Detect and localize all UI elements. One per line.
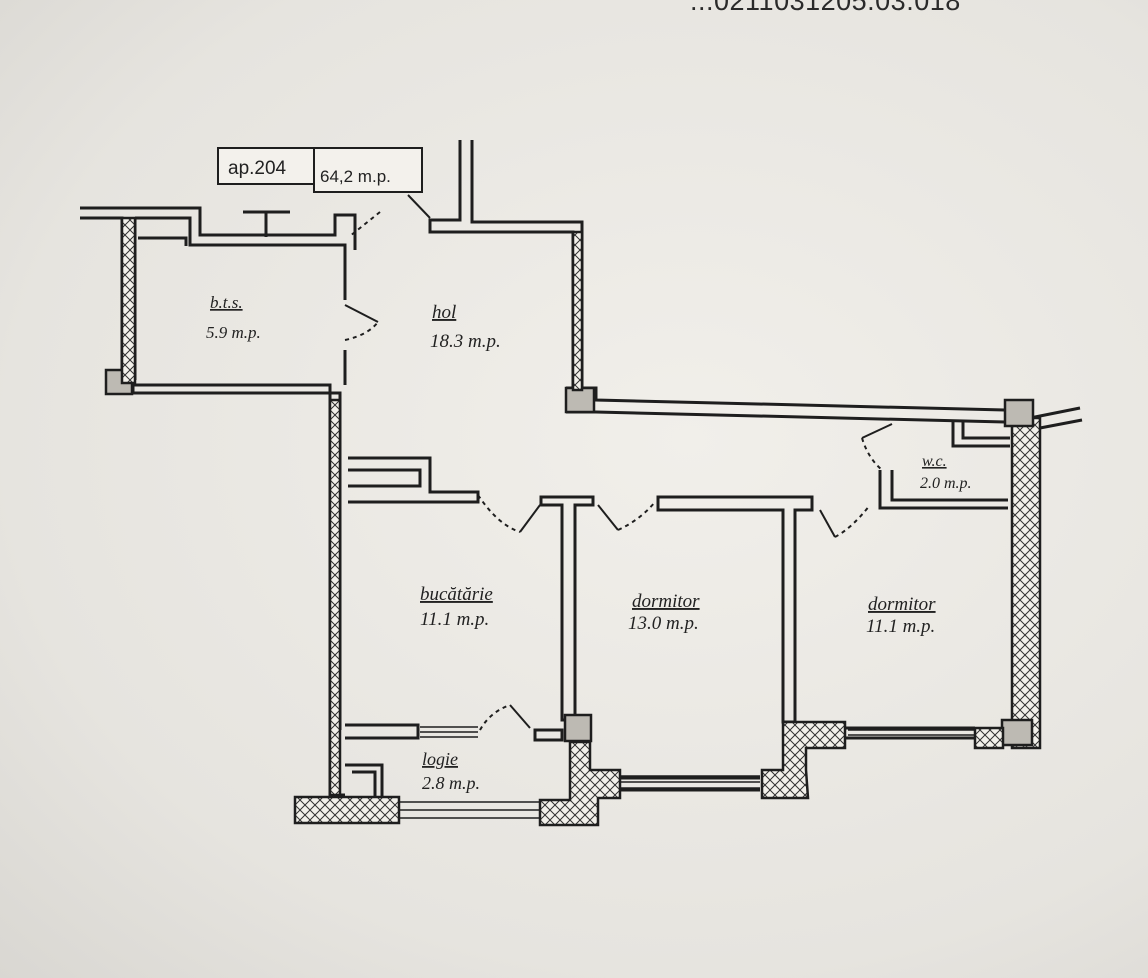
room-labels: b.t.s. 5.9 m.p. hol 18.3 m.p. w.c. 2.0 m… [206,293,972,793]
structural-walls [104,216,1042,827]
room-area-bts: 5.9 m.p. [206,323,261,342]
room-area-bucatarie: 11.1 m.p. [420,609,489,630]
room-name-bucatarie: bucătărie [420,584,493,605]
room-area-hol: 18.3 m.p. [430,331,501,352]
room-name-dormitor-2: dormitor [868,594,936,615]
room-name-logie: logie [422,749,458,769]
apartment-label-box: ap.204 64,2 m.p. [217,147,423,193]
room-area-dormitor-2: 11.1 m.p. [866,616,935,637]
apartment-total-area: 64,2 m.p. [320,167,391,186]
room-area-dormitor-1: 13.0 m.p. [628,613,699,634]
windows [400,726,975,819]
room-name-dormitor-1: dormitor [632,591,700,612]
apartment-number: ap.204 [228,158,287,179]
room-name-hol: hol [432,302,456,323]
door-swings [344,194,893,731]
reference-number: ...0211031205.03.018 [690,0,961,16]
room-area-logie: 2.8 m.p. [422,773,480,793]
room-name-wc: w.c. [922,453,947,470]
room-area-wc: 2.0 m.p. [920,475,972,492]
room-name-bts: b.t.s. [210,293,243,312]
